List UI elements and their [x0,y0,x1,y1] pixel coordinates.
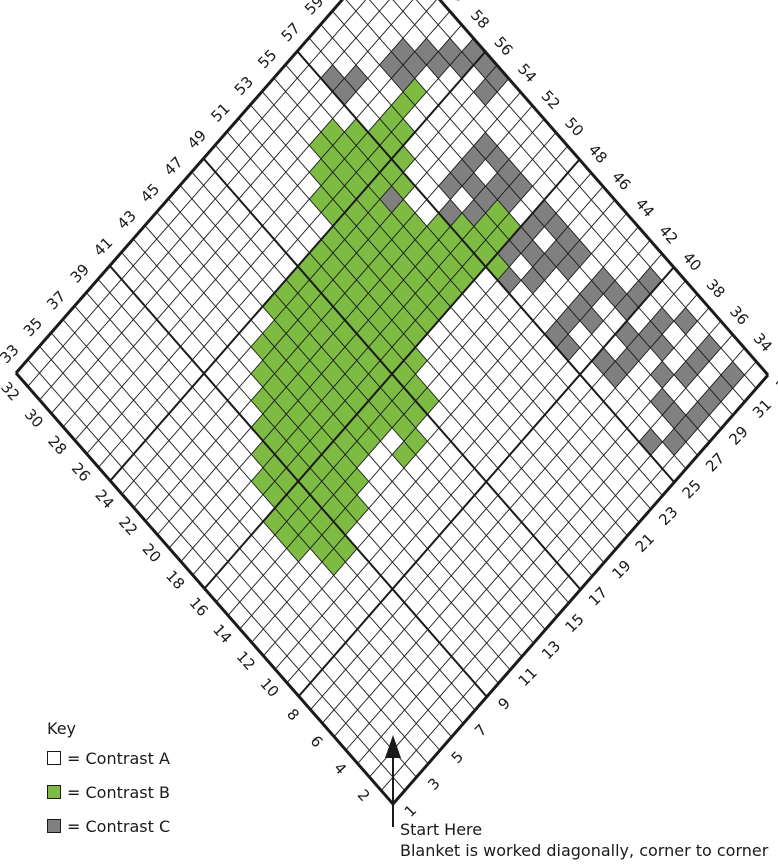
row-number: 4 [330,759,350,778]
contrast-c-cell [651,361,675,388]
row-number: 11 [515,664,541,690]
row-number: 37 [43,287,69,313]
legend: Key = Contrast A = Contrast B = Contrast… [47,719,170,851]
row-number: 53 [231,73,257,99]
row-number: 2 [354,786,374,805]
diagonal-instructions: Blanket is worked diagonally, corner to … [400,840,768,861]
row-number: 21 [632,530,658,556]
row-number: 12 [233,648,259,674]
row-number: 39 [67,260,93,286]
row-number: 35 [20,314,46,340]
row-number: 15 [561,610,587,636]
legend-label: = Contrast A [67,749,170,768]
row-number: 30 [21,405,47,431]
row-number: 20 [139,540,165,566]
row-number: 47 [160,153,186,179]
row-number: 28 [44,432,70,458]
row-number: 3 [424,774,443,793]
legend-label: = Contrast B [67,783,170,802]
row-number: 33 [0,341,23,367]
row-number: 33 [772,369,778,395]
row-number: 40 [679,249,705,275]
row-number: 8 [283,705,303,724]
row-number: 56 [490,33,516,59]
row-number: 6 [307,732,327,751]
row-number: 34 [750,329,776,355]
row-number: 1 [401,801,420,820]
legend-item-contrast-c: = Contrast C [47,817,170,835]
contrast-c-swatch [47,819,61,833]
row-number: 38 [702,275,728,301]
row-number: 58 [467,6,493,32]
row-number: 54 [514,60,540,86]
row-number: 7 [471,721,490,740]
row-number: 27 [702,449,728,475]
legend-title: Key [47,719,170,738]
row-number: 44 [632,195,658,221]
start-arrow [385,735,401,827]
row-number: 60 [443,0,469,5]
row-number: 16 [186,594,212,620]
row-number: 46 [608,168,634,194]
row-number: 9 [495,694,514,713]
legend-item-contrast-a: = Contrast A [47,749,170,767]
contrast-a-swatch [47,751,61,765]
row-number: 45 [137,180,163,206]
row-number: 14 [209,621,235,647]
row-number: 55 [254,46,280,72]
row-number: 52 [538,87,564,113]
start-here-note: Start Here Blanket is worked diagonally,… [400,819,768,861]
start-here-label: Start Here [400,819,768,840]
row-number: 17 [585,583,611,609]
row-number: 22 [115,513,141,539]
row-number: 50 [561,114,587,140]
contrast-c-cell [639,428,663,455]
row-number: 10 [256,675,282,701]
row-number: 29 [726,422,752,448]
legend-label: = Contrast C [67,817,170,836]
row-number: 36 [726,302,752,328]
legend-item-contrast-b: = Contrast B [47,783,170,801]
row-number: 51 [207,100,233,126]
row-number: 59 [301,0,327,18]
row-number: 23 [655,503,681,529]
row-number: 31 [749,396,775,422]
row-number: 5 [448,748,467,767]
row-number: 32 [0,378,23,404]
row-number: 42 [655,222,681,248]
row-number: 19 [608,557,634,583]
row-number: 26 [68,459,94,485]
row-number: 57 [278,19,304,45]
contrast-c-cell [674,308,698,335]
row-number: 25 [679,476,705,502]
row-number: 18 [162,567,188,593]
row-number: 43 [114,207,140,233]
row-number: 41 [90,234,116,260]
contrast-b-swatch [47,785,61,799]
row-number: 24 [91,486,117,512]
row-number: 13 [538,637,564,663]
row-number: 49 [184,126,210,152]
row-number: 48 [585,141,611,167]
